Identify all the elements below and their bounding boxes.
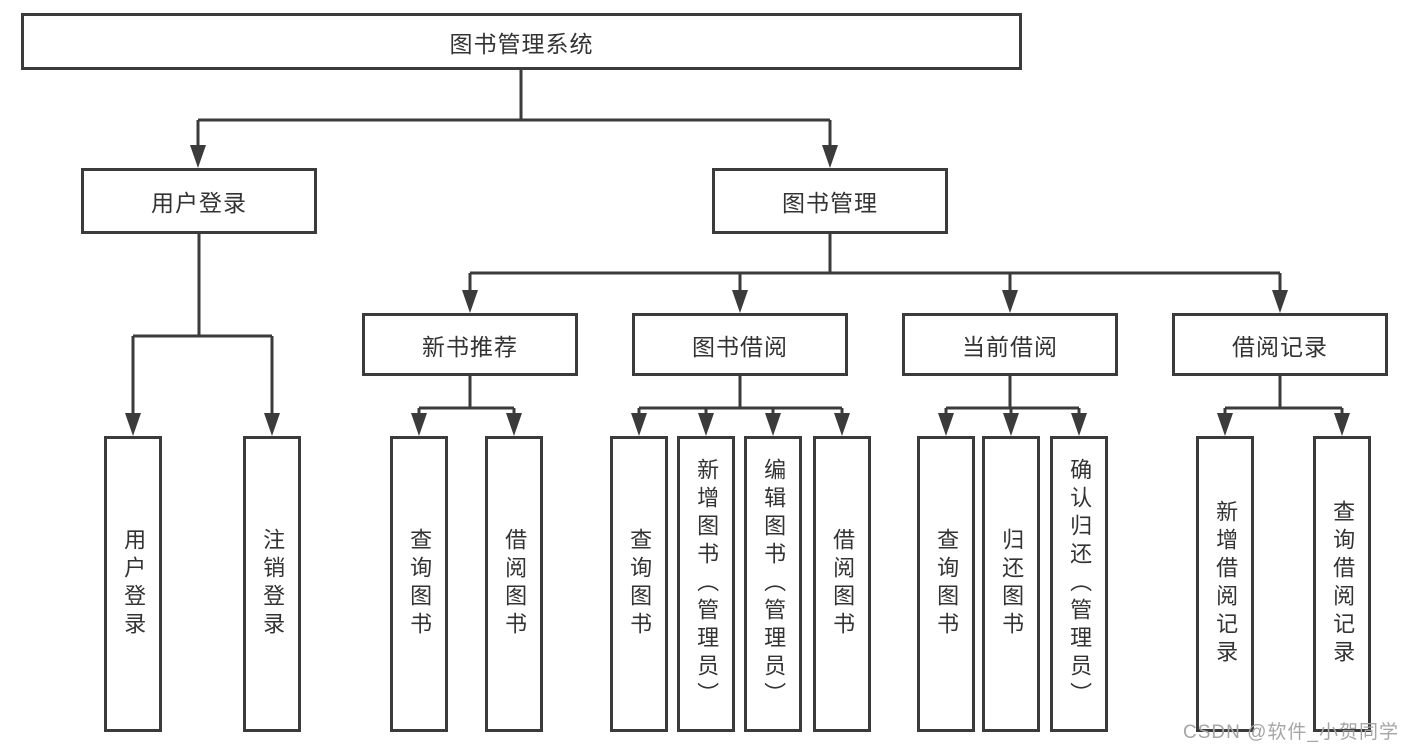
node-user-login: 用户登录 xyxy=(81,168,317,234)
node-current-borrowing: 当前借阅 xyxy=(902,313,1118,376)
node-leaf-edit-books-admin: 编辑图书（管理员） xyxy=(744,436,802,732)
node-leaf-add-books-admin: 新增图书（管理员） xyxy=(677,436,735,732)
node-leaf-confirm-return-admin: 确认归还（管理员） xyxy=(1050,436,1108,732)
node-leaf-query-books-1-label: 查询图书 xyxy=(407,528,433,640)
node-leaf-borrow-books-1-label: 借阅图书 xyxy=(502,528,528,640)
csdn-watermark: CSDN @软件_小贺同学 xyxy=(1183,722,1399,743)
node-book-management-label: 图书管理 xyxy=(782,190,878,216)
node-leaf-query-books-3: 查询图书 xyxy=(917,436,975,732)
node-leaf-return-books-label: 归还图书 xyxy=(999,528,1025,640)
node-root-label: 图书管理系统 xyxy=(449,30,594,57)
node-user-login-label: 用户登录 xyxy=(151,190,247,216)
node-leaf-add-books-admin-label: 新增图书（管理员） xyxy=(694,458,720,710)
node-new-book-recommend: 新书推荐 xyxy=(362,313,578,376)
node-book-borrowing: 图书借阅 xyxy=(632,313,848,376)
node-borrowing-records-label: 借阅记录 xyxy=(1232,333,1328,360)
node-leaf-logout-label: 注销登录 xyxy=(260,528,286,640)
node-leaf-edit-books-admin-label: 编辑图书（管理员） xyxy=(761,458,787,710)
node-leaf-add-borrow-record: 新增借阅记录 xyxy=(1196,436,1254,732)
node-leaf-query-books-2: 查询图书 xyxy=(610,436,668,732)
node-leaf-user-login: 用户登录 xyxy=(104,436,162,732)
node-new-book-recommend-label: 新书推荐 xyxy=(422,333,518,360)
node-root: 图书管理系统 xyxy=(21,13,1022,70)
node-leaf-return-books: 归还图书 xyxy=(982,436,1040,732)
node-leaf-add-borrow-record-label: 新增借阅记录 xyxy=(1213,500,1239,668)
node-leaf-user-login-label: 用户登录 xyxy=(121,528,147,640)
node-leaf-query-books-1: 查询图书 xyxy=(390,436,448,732)
node-leaf-logout: 注销登录 xyxy=(243,436,301,732)
node-current-borrowing-label: 当前借阅 xyxy=(962,333,1058,360)
node-leaf-borrow-books-1: 借阅图书 xyxy=(485,436,543,732)
node-leaf-query-books-3-label: 查询图书 xyxy=(934,528,960,640)
node-leaf-query-books-2-label: 查询图书 xyxy=(627,528,653,640)
node-leaf-borrow-books-2-label: 借阅图书 xyxy=(830,528,856,640)
node-leaf-borrow-books-2: 借阅图书 xyxy=(813,436,871,732)
node-book-management: 图书管理 xyxy=(712,168,948,234)
node-leaf-query-borrow-record: 查询借阅记录 xyxy=(1313,436,1371,732)
node-leaf-confirm-return-admin-label: 确认归还（管理员） xyxy=(1067,458,1093,710)
node-leaf-query-borrow-record-label: 查询借阅记录 xyxy=(1330,500,1356,668)
node-book-borrowing-label: 图书借阅 xyxy=(692,333,788,360)
node-borrowing-records: 借阅记录 xyxy=(1172,313,1388,376)
